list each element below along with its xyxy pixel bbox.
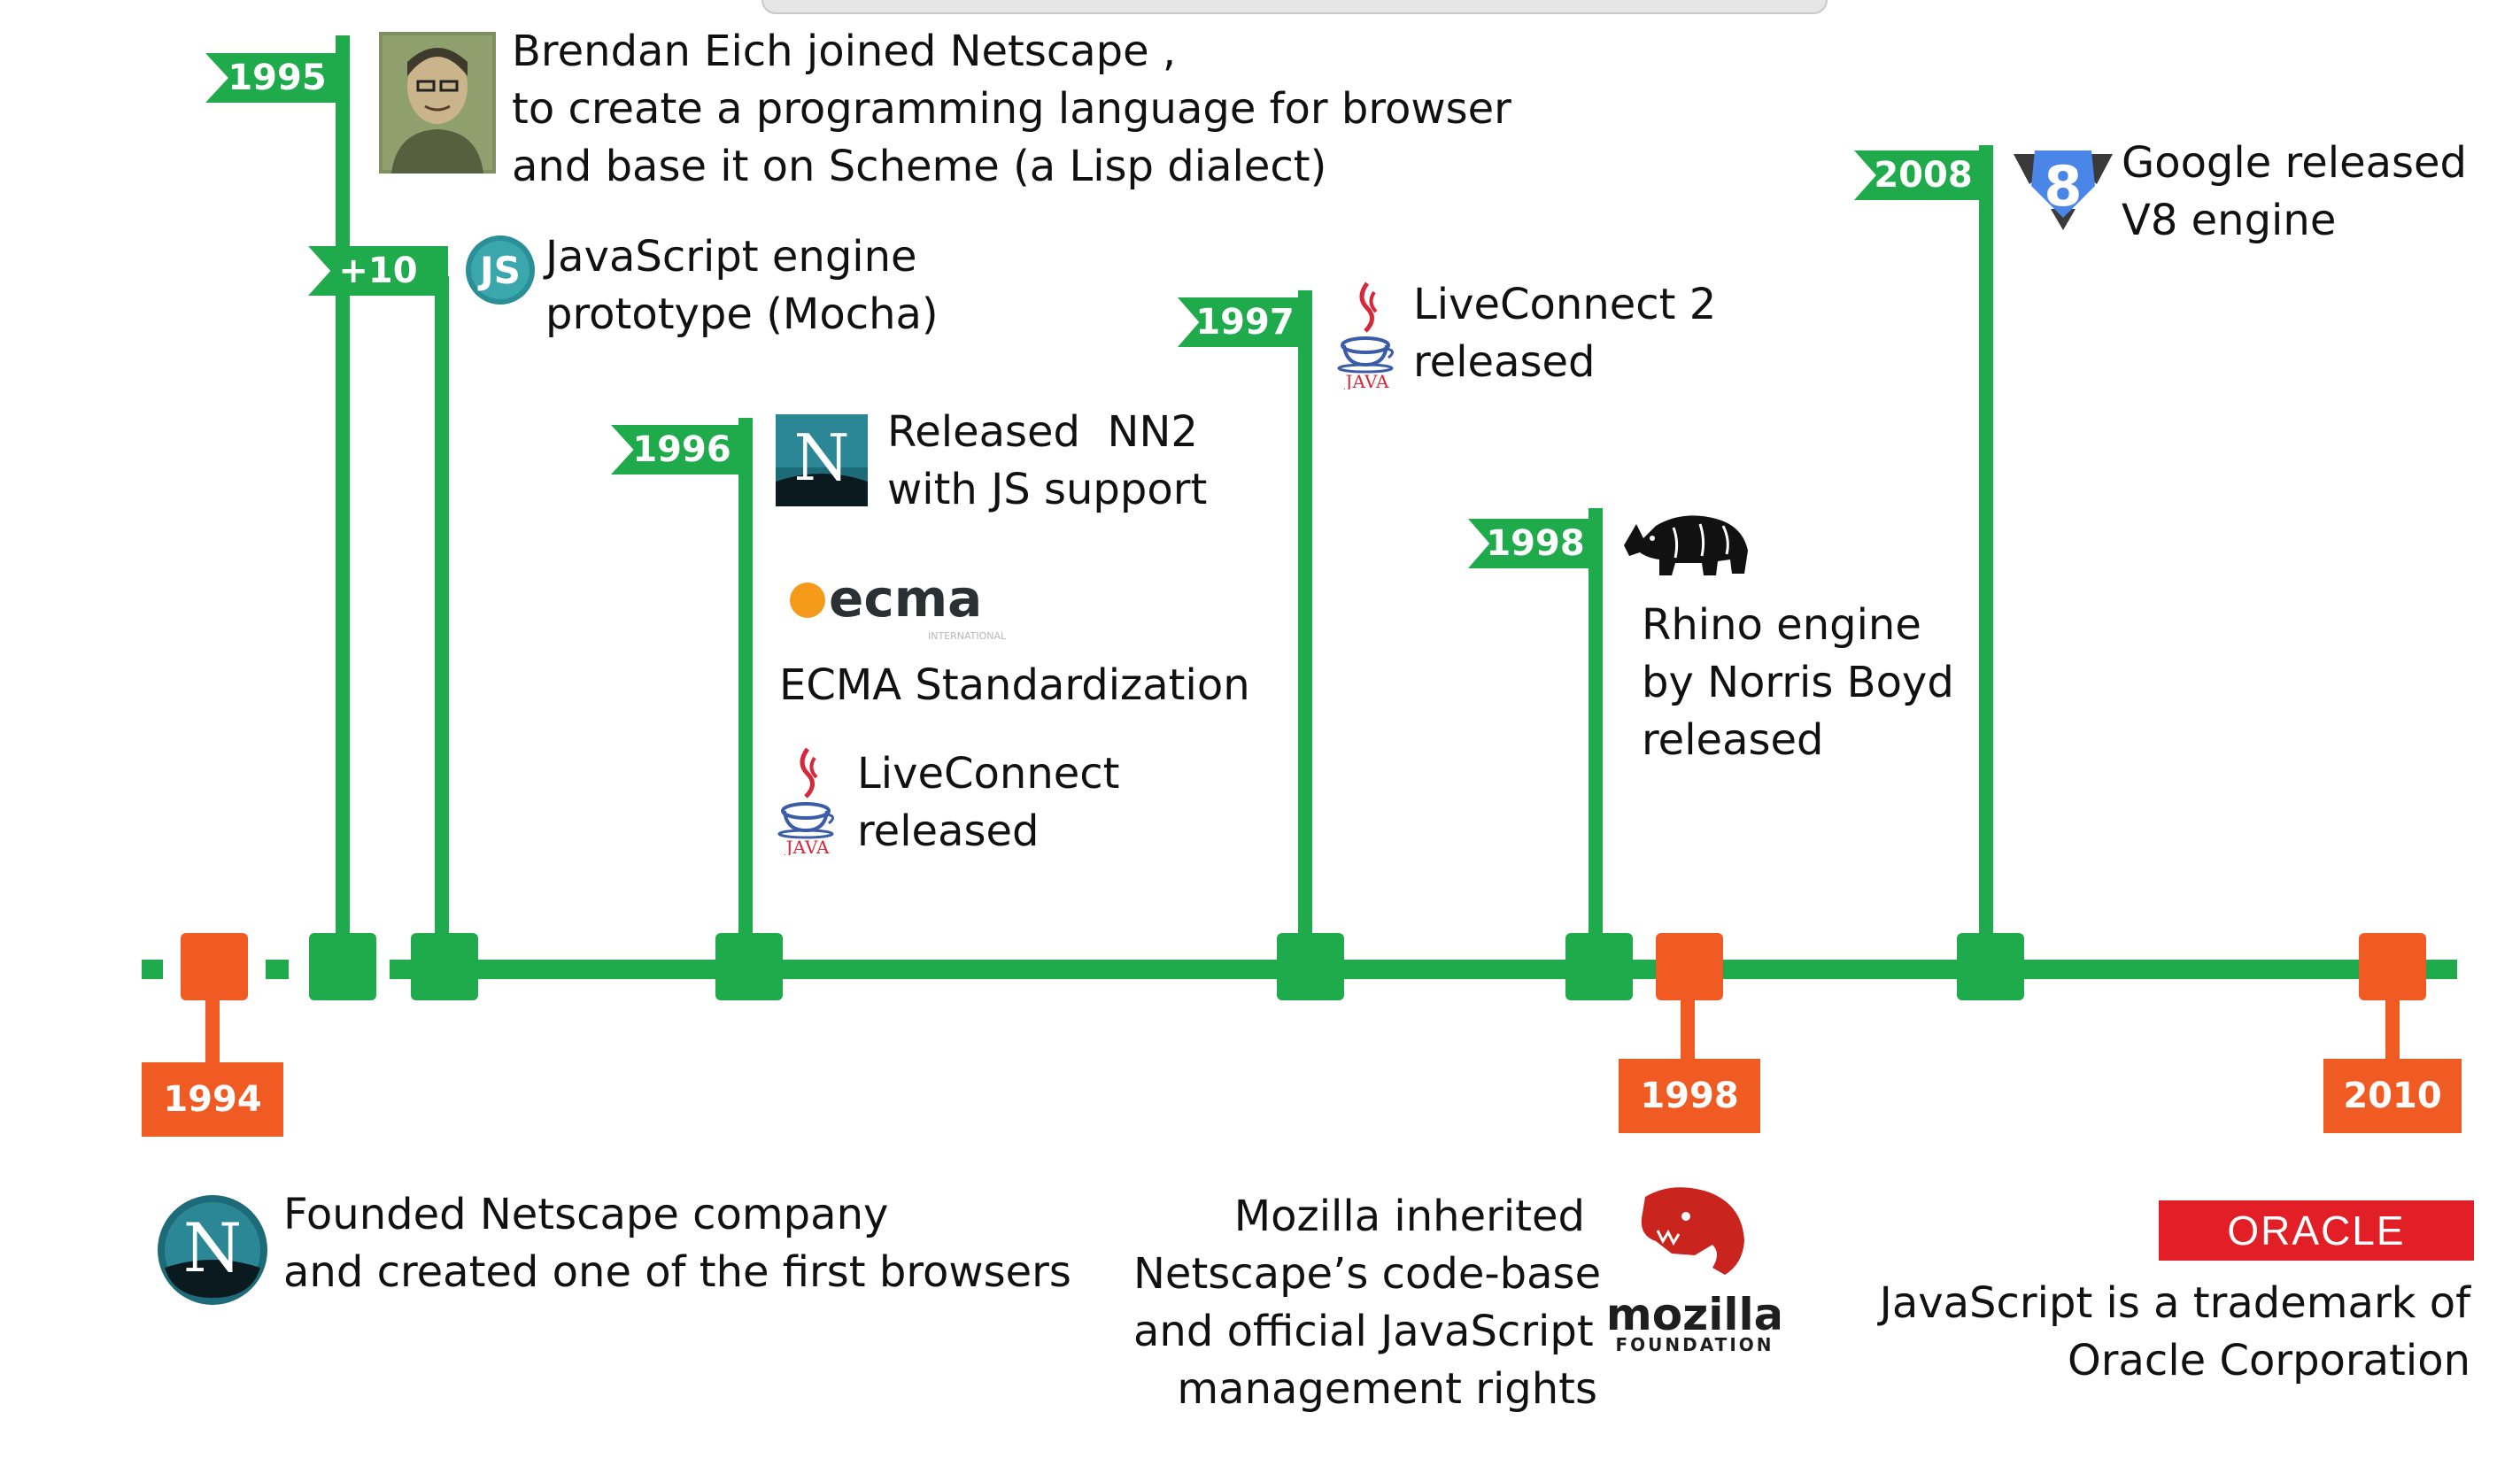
java-icon: JAVA [1335, 280, 1399, 390]
pole-1996 [738, 418, 753, 976]
connector-2010 [2385, 999, 2400, 1061]
event-mozilla-line-1: Mozilla inherited [1233, 1192, 1585, 1241]
v8-badge-text: 8 [2044, 154, 2082, 219]
connector-1998 [1681, 999, 1695, 1061]
year-1994-text: 1994 [163, 1079, 262, 1120]
js-badge-text: JS [477, 249, 521, 292]
ecma-logo: ecma INTERNATIONAL [777, 568, 1041, 644]
rhino-icon [1620, 506, 1753, 581]
oracle-logo: ORACLE [2159, 1200, 2474, 1261]
event-1997-text: LiveConnect 2 released [1413, 276, 1716, 391]
ecma-logo-sub: INTERNATIONAL [928, 630, 1007, 642]
pole-1995 [336, 35, 350, 974]
liveconnect-1996-line-2: released [857, 806, 1040, 856]
event-1998-line-2: by Norris Boyd [1642, 658, 1954, 707]
event-1998-line-1: Rhino engine [1642, 600, 1921, 650]
js-badge-icon: JS [464, 234, 537, 306]
marker-1996 [715, 933, 783, 1000]
event-1997-line-1: LiveConnect 2 [1413, 280, 1717, 329]
event-2010-line-2: Oracle Corporation [2068, 1336, 2470, 1385]
marker-2008 [1957, 933, 2024, 1000]
event-mozilla-text: Mozilla inherited Netscape’s code-base a… [1133, 1188, 1602, 1418]
event-2010-line-1: JavaScript is a trademark of [1879, 1278, 2470, 1328]
axis-line [390, 960, 2457, 979]
event-1994-line-1: Founded Netscape company [283, 1190, 889, 1239]
brendan-eich-photo [379, 32, 496, 174]
event-mozilla-line-4: management rights [1177, 1364, 1597, 1414]
v8-icon: 8 [2012, 133, 2114, 235]
oracle-logo-word: ORACLE [2227, 1208, 2406, 1254]
netscape-letter: N [794, 421, 850, 495]
flag-plus10: +10 [308, 246, 448, 296]
flag-1995-label: 1995 [228, 58, 327, 98]
liveconnect-1996-line-1: LiveConnect [857, 749, 1120, 799]
liveconnect-1996-text: LiveConnect released [857, 745, 1119, 860]
ecma-logo-word: ecma [829, 568, 982, 629]
axis-dash [142, 960, 163, 979]
flag-1997: 1997 [1178, 297, 1312, 347]
java-label: JAVA [1344, 371, 1390, 390]
event-2008-line-2: V8 engine [2122, 196, 2337, 245]
connector-1994 [205, 999, 220, 1064]
window-top-edge [761, 0, 1828, 14]
event-1998-line-3: released [1642, 715, 1824, 765]
event-1995-line-1: Brendan Eich joined Netscape , [512, 27, 1177, 76]
event-mozilla-line-3: and official JavaScript [1133, 1307, 1594, 1356]
marker-plus10 [411, 933, 478, 1000]
event-2010-text: JavaScript is a trademark of Oracle Corp… [1806, 1275, 2470, 1390]
event-plus10-text: JavaScript engine prototype (Mocha) [545, 228, 939, 343]
year-2010-text: 2010 [2343, 1076, 2442, 1116]
netscape-round-icon: N [156, 1193, 269, 1307]
event-1996-line-2: with JS support [887, 465, 1208, 514]
event-1994-line-2: and created one of the first browsers [283, 1247, 1071, 1297]
marker-1998 [1565, 933, 1633, 1000]
ecma-caption: ECMA Standardization [779, 660, 1250, 710]
pole-1997 [1298, 290, 1312, 976]
java-label: JAVA [785, 837, 831, 855]
pole-1998 [1589, 508, 1603, 976]
year-label-1994: 1994 [142, 1062, 283, 1137]
event-plus10-line-2: prototype (Mocha) [545, 289, 939, 339]
event-mozilla-line-2: Netscape’s code-base [1133, 1249, 1602, 1299]
flag-2008-label: 2008 [1874, 155, 1973, 196]
event-2008-text: Google released V8 engine [2122, 135, 2467, 250]
year-1998-text: 1998 [1640, 1076, 1739, 1116]
year-label-1998: 1998 [1619, 1059, 1760, 1133]
mozilla-logo: mozilla FOUNDATION [1610, 1179, 1780, 1356]
flag-1997-label: 1997 [1195, 302, 1295, 343]
event-1996-text: Released NN2 with JS support [887, 404, 1207, 519]
marker-1995 [309, 933, 376, 1000]
marker-orange-1998 [1656, 933, 1723, 1000]
event-1995-line-2: to create a programming language for bro… [512, 84, 1511, 134]
flag-plus10-label: +10 [338, 251, 418, 291]
flag-1998: 1998 [1468, 519, 1603, 568]
event-2008-line-1: Google released [2122, 138, 2468, 188]
mozilla-logo-word: mozilla [1610, 1289, 1780, 1340]
flag-1996: 1996 [611, 425, 753, 475]
event-1997-line-2: released [1413, 337, 1596, 387]
marker-orange-2010 [2359, 933, 2426, 1000]
netscape-letter: N [183, 1208, 243, 1287]
flag-1998-label: 1998 [1486, 523, 1585, 564]
axis-dash [266, 960, 289, 979]
event-1994-text: Founded Netscape company and created one… [283, 1186, 1071, 1301]
flag-1995: 1995 [205, 53, 349, 103]
event-1998-text: Rhino engine by Norris Boyd released [1642, 597, 1954, 769]
marker-1997 [1277, 933, 1344, 1000]
flag-2008: 2008 [1854, 150, 1992, 200]
marker-orange-1994 [181, 933, 248, 1000]
mozilla-logo-sub: FOUNDATION [1616, 1334, 1774, 1355]
pole-plus10 [435, 276, 449, 976]
pole-2008 [1979, 145, 1993, 976]
java-icon: JAVA [776, 745, 839, 855]
event-1995-line-3: and base it on Scheme (a Lisp dialect) [512, 142, 1327, 191]
year-label-2010: 2010 [2323, 1059, 2462, 1133]
event-1995-text: Brendan Eich joined Netscape , to create… [512, 23, 1511, 196]
netscape-n-icon: N [776, 414, 868, 506]
flag-1996-label: 1996 [632, 429, 731, 470]
event-plus10-line-1: JavaScript engine [545, 232, 917, 282]
event-1996-line-1: Released NN2 [887, 407, 1198, 457]
